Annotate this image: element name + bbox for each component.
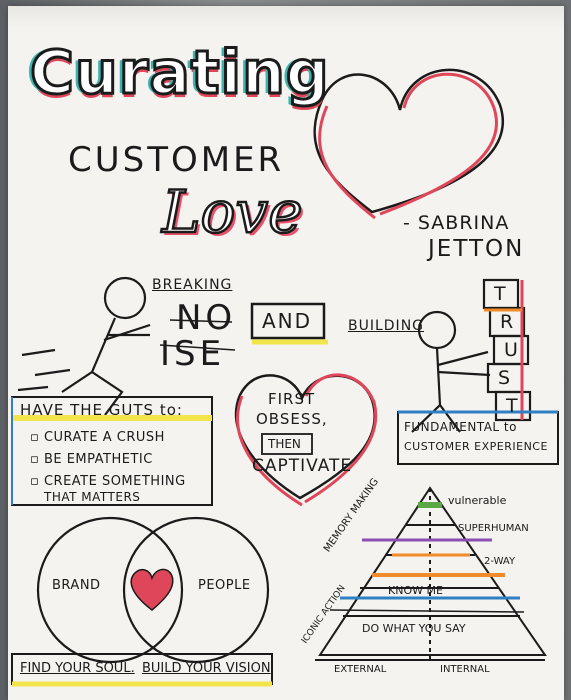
trust-letter-s: S <box>498 367 511 389</box>
guts-item-1: ▫ CURATE A CRUSH <box>30 430 165 445</box>
trust-letter-u: U <box>504 339 518 361</box>
guts-item-3-text: CREATE SOMETHING <box>43 474 186 489</box>
venn-brand: BRAND <box>52 578 101 593</box>
trust-letter-t2: T <box>506 395 518 417</box>
title-curating: Curating <box>29 37 331 110</box>
heart-captivate: CAPTIVATE <box>252 456 353 476</box>
guts-item-3: ▫ CREATE SOMETHING <box>30 474 186 489</box>
footer-build-vision: BUILD YOUR VISION <box>142 661 271 676</box>
pyramid-bottom-right: INTERNAL <box>440 664 490 675</box>
author-first-name: - SABRINA <box>403 212 510 234</box>
author-last-name: JETTON <box>428 236 525 262</box>
building-label: BUILDING <box>348 318 425 334</box>
guts-item-1-text: CURATE A CRUSH <box>43 430 165 445</box>
trust-blocks <box>482 278 532 422</box>
guts-heading: HAVE THE GUTS to: <box>20 401 183 419</box>
heart-first: FIRST <box>268 390 316 408</box>
pyramid-level-5: DO WHAT YOU SAY <box>362 622 466 635</box>
and-label: AND <box>262 309 313 333</box>
pyramid-level-1: vulnerable <box>448 494 507 507</box>
guts-item-3-cont: THAT MATTERS <box>44 490 141 504</box>
guts-item-2: ▫ BE EMPATHETIC <box>30 452 153 467</box>
building-stick-figure <box>411 310 491 433</box>
pyramid-bottom-left: EXTERNAL <box>334 664 387 675</box>
and-box <box>250 302 326 340</box>
fundamental-line2: CUSTOMER EXPERIENCE <box>404 440 548 453</box>
heart-then: THEN <box>268 437 301 451</box>
venn-heart-icon <box>130 568 174 611</box>
trust-letter-r: R <box>500 311 514 333</box>
footer-find-soul: FIND YOUR SOUL. <box>20 661 135 676</box>
noise-ise: ISE <box>160 334 226 374</box>
title-customer: CUSTOMER <box>68 140 285 180</box>
title-love: Love <box>161 177 304 248</box>
venn-people: PEOPLE <box>198 578 251 593</box>
pyramid-level-3: 2-WAY <box>484 556 516 567</box>
breaking-stick-figure <box>17 276 151 416</box>
venn-diagram <box>36 516 270 664</box>
pyramid-level-4: KNOW ME <box>388 584 443 597</box>
sheet-top-fold <box>8 6 564 28</box>
pyramid-level-2: SUPERHUMAN <box>458 523 529 534</box>
trust-letter-t: T <box>494 283 506 305</box>
fundamental-line1: FUNDAMENTAL to <box>404 420 517 434</box>
heart-obsess: OBSESS, <box>256 410 328 428</box>
then-box <box>261 433 313 455</box>
noise-no: NO <box>176 298 237 338</box>
title-heart-icon <box>313 68 505 214</box>
breaking-label: BREAKING <box>152 277 233 293</box>
guts-item-2-text: BE EMPATHETIC <box>43 452 153 467</box>
